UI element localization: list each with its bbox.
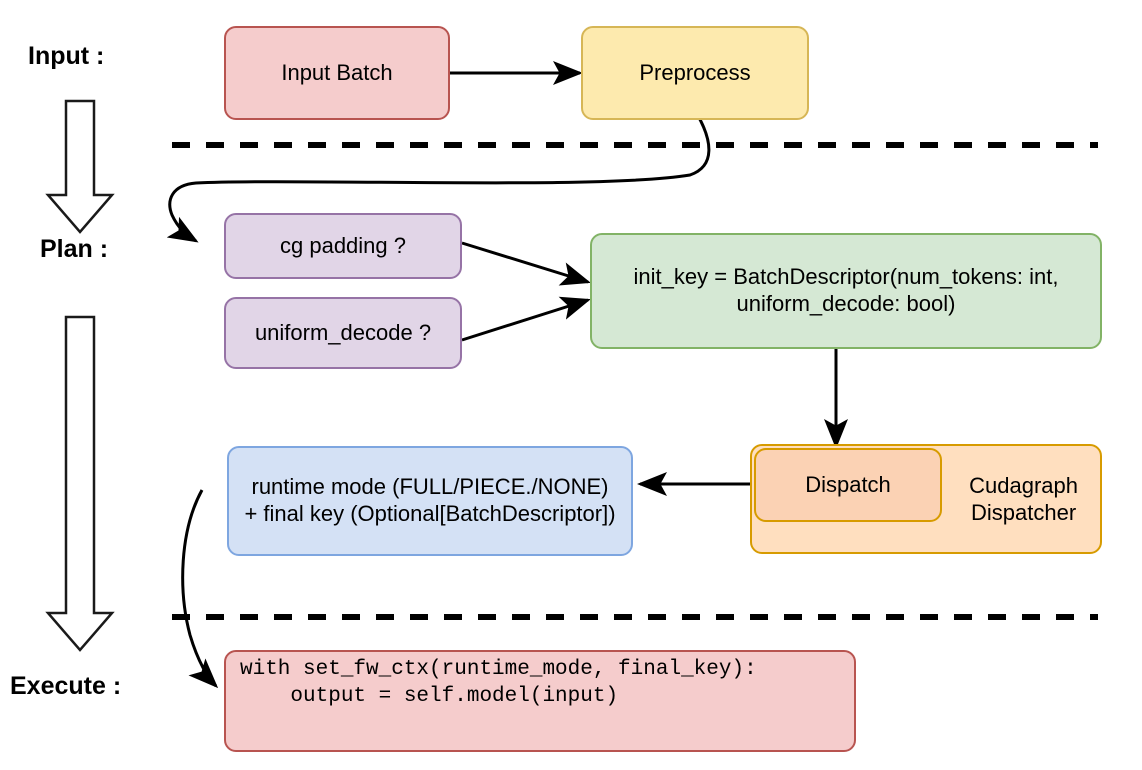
node-init-key[interactable]: init_key = BatchDescriptor(num_tokens: i…	[590, 233, 1102, 349]
node-execute-code-line1: with set_fw_ctx(runtime_mode, final_key)…	[240, 658, 757, 681]
stage-label-plan: Plan :	[40, 235, 109, 263]
stage-arrow-plan-to-execute	[45, 315, 115, 652]
node-runtime-mode-label-line1: runtime mode (FULL/PIECE./NONE)	[251, 474, 609, 500]
stage-arrow-input-to-plan	[45, 99, 115, 234]
node-cudagraph-dispatcher-label: Cudagraph Dispatcher	[969, 472, 1078, 526]
node-init-key-label-line1: init_key = BatchDescriptor(num_tokens: i…	[633, 264, 1059, 290]
edge-uniform-decode-to-init-key	[461, 296, 591, 342]
node-input-batch-label: Input Batch	[281, 59, 393, 85]
stage-label-input: Input :	[28, 42, 105, 70]
node-execute-code-line2: output = self.model(input)	[240, 685, 619, 709]
node-uniform-decode[interactable]: uniform_decode ?	[224, 297, 462, 369]
node-preprocess-label: Preprocess	[639, 59, 751, 85]
node-runtime-mode-label-line2: + final key (Optional[BatchDescriptor])	[244, 501, 616, 526]
node-uniform-decode-label: uniform_decode ?	[254, 319, 432, 345]
node-cg-padding-label: cg padding ?	[280, 232, 406, 258]
edge-runtime-mode-to-execute-code	[181, 489, 219, 689]
edge-cg-padding-to-init-key	[461, 241, 591, 286]
node-dispatch[interactable]: Dispatch	[754, 448, 942, 522]
node-init-key-label-line2: uniform_decode: bool)	[736, 291, 956, 316]
node-input-batch[interactable]: Input Batch	[224, 26, 450, 120]
node-execute-code[interactable]: with set_fw_ctx(runtime_mode, final_key)…	[224, 650, 856, 752]
node-cg-padding[interactable]: cg padding ?	[224, 213, 462, 279]
stage-label-execute: Execute :	[10, 672, 122, 700]
node-runtime-mode[interactable]: runtime mode (FULL/PIECE./NONE) + final …	[227, 446, 633, 556]
node-dispatch-label: Dispatch	[805, 471, 891, 497]
node-preprocess[interactable]: Preprocess	[581, 26, 809, 120]
